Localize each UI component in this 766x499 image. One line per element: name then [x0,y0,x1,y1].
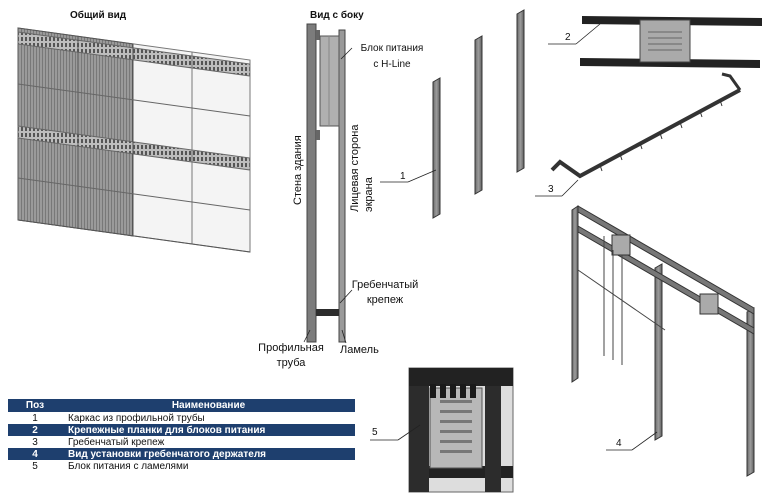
comb-bracket-item-3 [535,72,742,197]
legend-row-pos: 1 [32,412,38,424]
screen-face-label: Лицевая сторона экрана [349,124,375,212]
legend-row-pos: 2 [8,424,62,436]
callout-5: 5 [372,427,378,438]
parts-legend-table: Поз Наименование 1 Каркас из профильной т… [8,399,355,472]
power-unit-label: Блок питания с H-Line [360,43,424,70]
legend-row-name: Каркас из профильной трубы [68,412,205,424]
legend-row: 3 Гребенчатый крепеж [8,436,355,448]
legend-row: 1 Каркас из профильной трубы [8,412,355,424]
wall-label: Стена здания [292,135,304,205]
legend-row-name: Крепежные планки для блоков питания [62,424,355,436]
legend-row-name: Гребенчатый крепеж [68,436,165,448]
lamel-label: Ламель [340,344,379,356]
callout-3: 3 [548,184,554,195]
legend-row: 5 Блок питания с ламелями [8,460,355,472]
legend-header-pos: Поз [8,399,62,412]
legend-row-name: Вид установки гребенчатого держателя [62,448,355,460]
legend-row-pos: 3 [32,436,38,448]
general-view-screen [17,27,251,253]
callout-1: 1 [400,171,406,182]
frame-installation-item-4 [571,205,755,477]
callout-2: 2 [565,32,571,43]
legend-header-name: Наименование [62,399,355,412]
callout-4: 4 [616,438,622,449]
legend-header-row: Поз Наименование [8,399,355,412]
legend-row-pos: 5 [32,460,38,472]
profile-pipes-item-1 [380,9,525,219]
side-view-title: Вид с боку [310,10,364,21]
comb-mount-label: Гребенчатый крепеж [351,279,419,306]
legend-row-name: Блок питания с ламелями [68,460,189,472]
legend-row-pos: 4 [8,448,62,460]
side-view-assembly [303,23,353,344]
profile-pipe-label: Профильная труба [258,342,324,369]
mounting-plate-item-2 [548,16,762,68]
general-view-title: Общий вид [70,10,127,21]
power-block-item-5 [370,367,514,493]
